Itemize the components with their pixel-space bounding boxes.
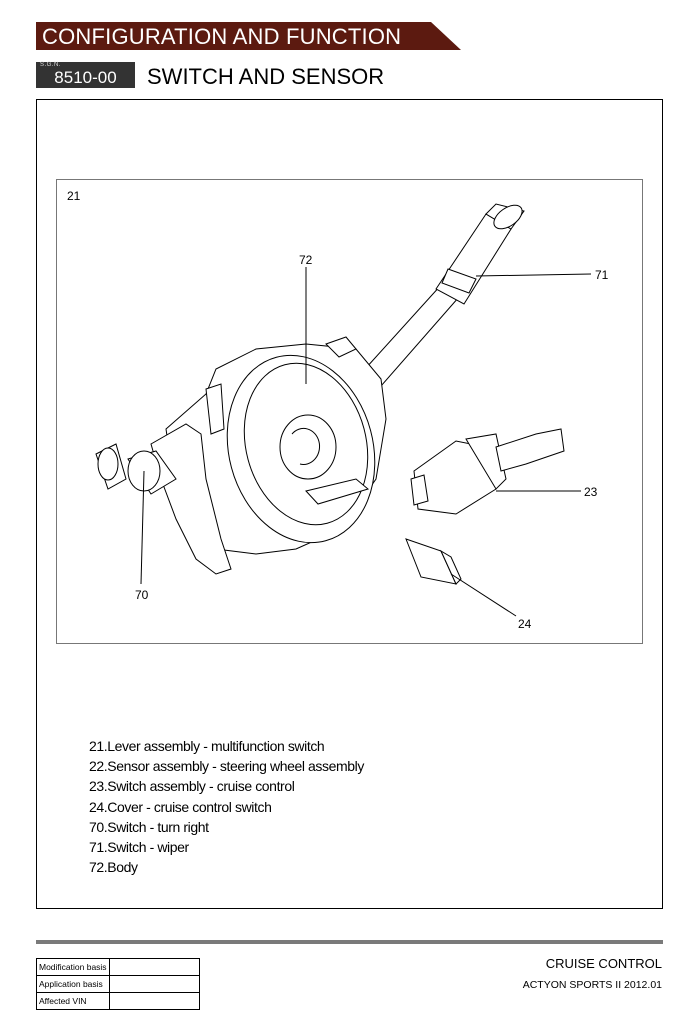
legend-item: 72.Body <box>89 859 138 876</box>
legend-item: 21.Lever assembly - multifunction switch <box>89 738 325 754</box>
callout-70: 70 <box>135 588 149 602</box>
parts-legend: 21.Lever assembly - multifunction switch… <box>89 736 364 877</box>
content-frame <box>36 99 663 909</box>
sgn-badge: S.G.N. 8510-00 <box>36 62 135 88</box>
legend-item: 24.Cover - cruise control switch <box>89 798 272 815</box>
wiper-lever-drawing <box>355 203 525 395</box>
sgn-code: 8510-00 <box>54 68 117 87</box>
table-row: Application basis <box>36 975 201 993</box>
revision-table: Modification basis Application basis Aff… <box>36 958 201 1010</box>
application-basis-value <box>108 975 201 993</box>
chapter-banner: CONFIGURATION AND FUNCTION <box>36 22 461 50</box>
cover-drawing <box>405 538 462 585</box>
table-row: Modification basis <box>36 958 201 976</box>
leader-lines <box>140 267 592 617</box>
figure-frame <box>56 179 643 644</box>
callout-24: 24 <box>518 617 532 631</box>
callout-21: 21 <box>67 189 81 203</box>
cruise-switch-drawing <box>410 428 565 515</box>
legend-item: 70.Switch - turn right <box>89 818 209 835</box>
legend-item: 22.Sensor assembly - steering wheel asse… <box>89 758 364 775</box>
modification-basis-value <box>108 958 201 976</box>
system-name: CRUISE CONTROL <box>545 956 662 971</box>
legend-item: 71.Switch - wiper <box>89 839 189 856</box>
callout-23: 23 <box>584 485 598 499</box>
modification-basis-label: Modification basis <box>36 958 110 976</box>
callout-71: 71 <box>595 268 609 282</box>
section-title: SWITCH AND SENSOR <box>147 64 385 89</box>
switch-assembly-illustration <box>95 203 592 617</box>
footer-divider <box>36 940 663 944</box>
sgn-label: S.G.N. <box>40 62 62 68</box>
table-row: Affected VIN <box>36 992 201 1010</box>
affected-vin-value <box>108 992 201 1010</box>
legend-item: 23.Switch assembly - cruise control <box>89 778 295 795</box>
turn-switch-drawing <box>95 443 177 495</box>
affected-vin-label: Affected VIN <box>36 992 110 1010</box>
model-name: ACTYON SPORTS II 2012.01 <box>522 979 662 991</box>
clock-spring-drawing <box>226 354 376 544</box>
callout-72: 72 <box>299 253 313 267</box>
chapter-title: CONFIGURATION AND FUNCTION <box>42 24 402 49</box>
application-basis-label: Application basis <box>36 975 110 993</box>
